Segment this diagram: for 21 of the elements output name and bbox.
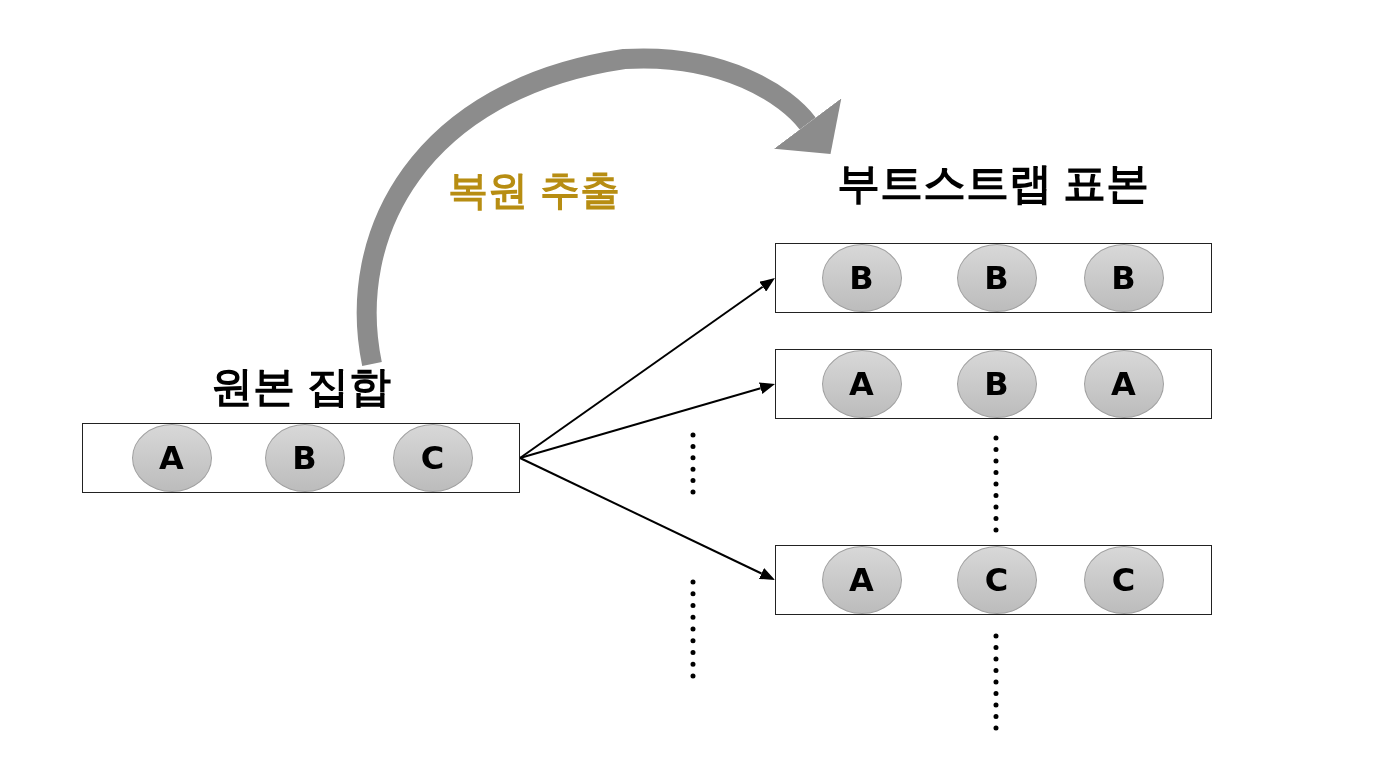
sample-box [775, 545, 1212, 615]
item-circle: A [821, 349, 902, 418]
item-circle: B [264, 423, 345, 492]
item-circle: B [956, 243, 1037, 312]
heading: 부트스트랩 표본 [836, 160, 1150, 208]
item-circle: B [1083, 243, 1164, 312]
curved-arrow [357, 48, 840, 366]
box-heading: 원본 집합 [211, 364, 391, 411]
sample-box [775, 349, 1212, 419]
arrow [519, 457, 776, 580]
item-circle: B [956, 349, 1037, 418]
item-circle: C [956, 545, 1037, 614]
item-circle: A [1083, 349, 1164, 418]
item-circle: B [821, 243, 902, 312]
item-circle: C [392, 423, 473, 492]
arrow [519, 278, 775, 459]
item-circle: A [821, 545, 902, 614]
item-circle: C [1083, 545, 1164, 614]
sample-box [775, 243, 1212, 313]
arrow [519, 382, 775, 459]
item-circle: A [131, 423, 212, 492]
